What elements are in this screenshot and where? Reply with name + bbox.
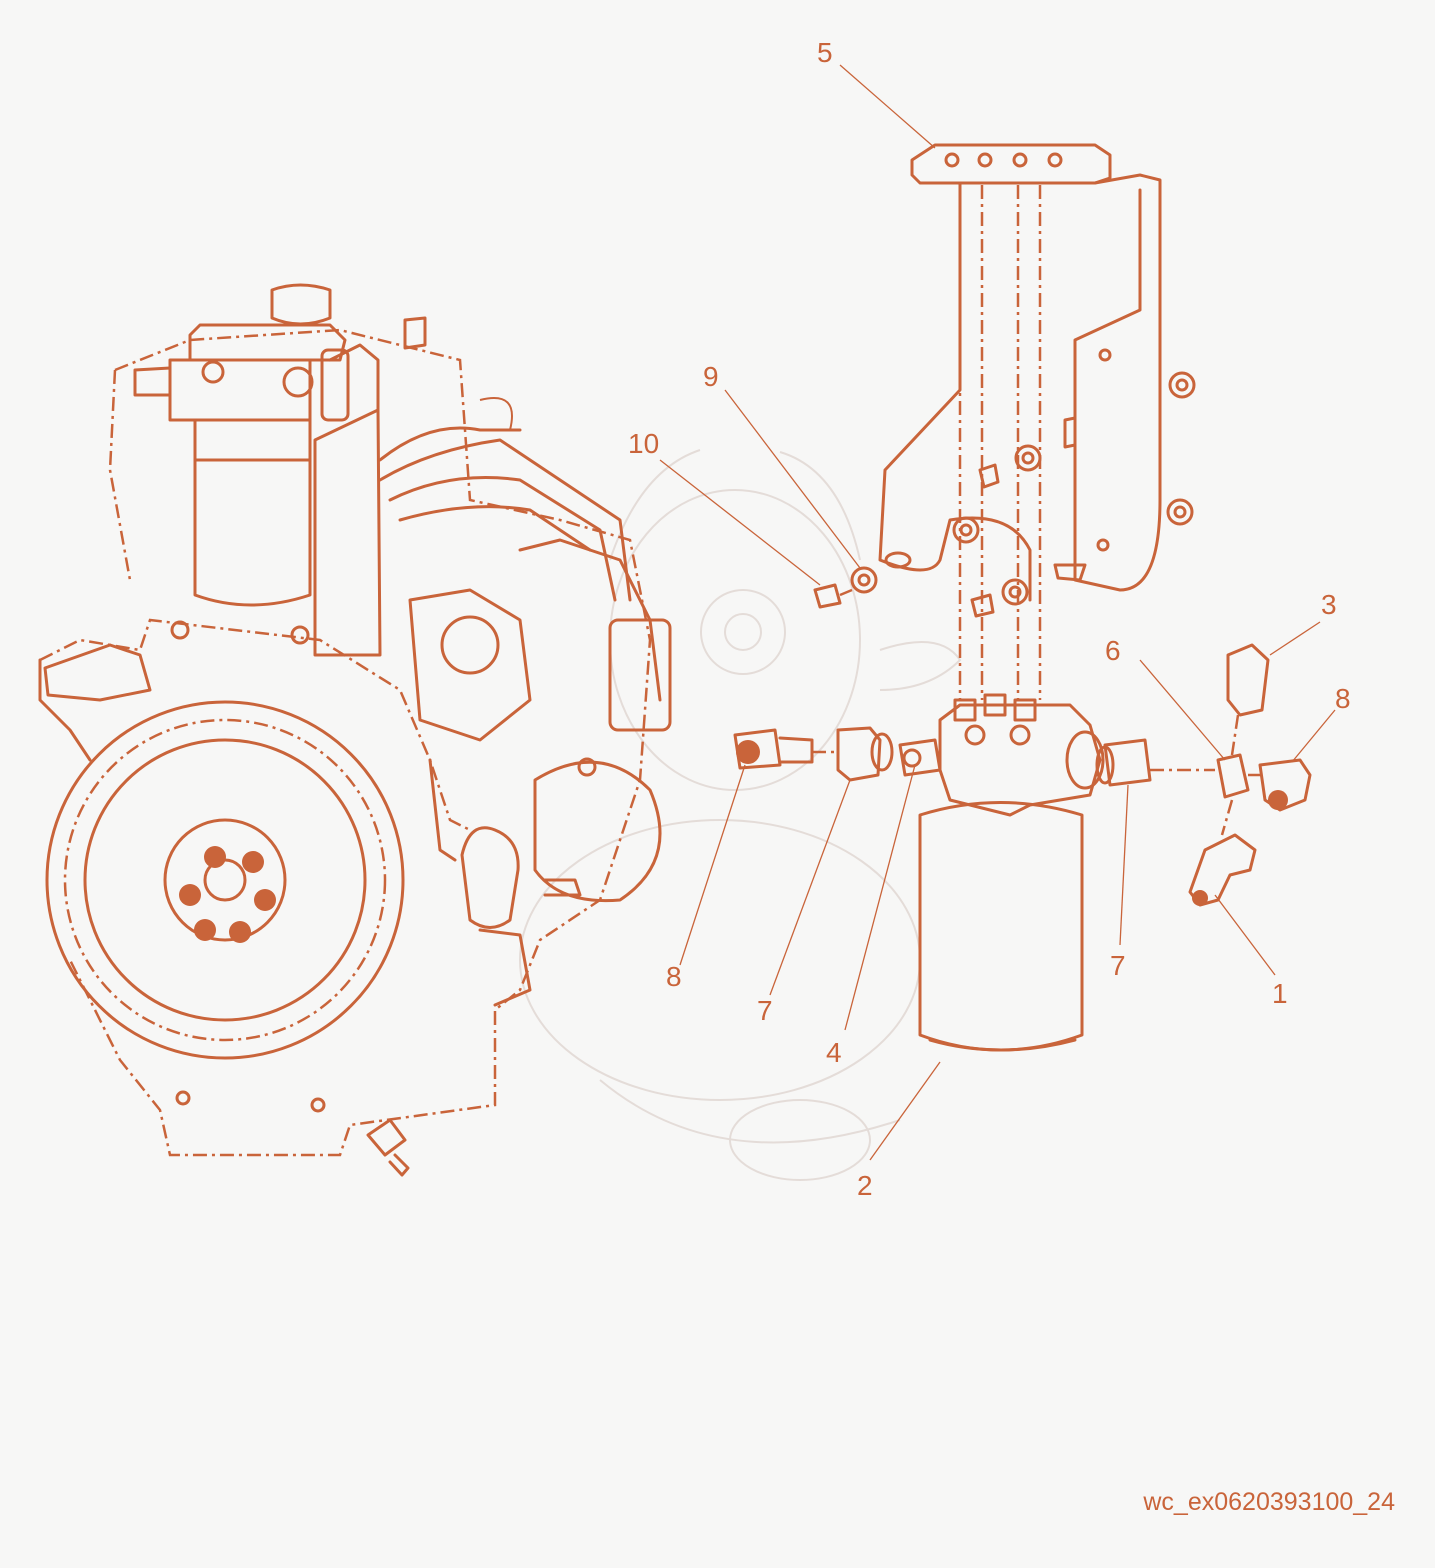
mounting-bracket-part-5 bbox=[878, 143, 1196, 700]
engine-assembly bbox=[38, 283, 672, 1177]
callout-2: 2 bbox=[857, 1170, 873, 1201]
watermark-mascot-illustration bbox=[519, 449, 962, 1181]
figure-reference-code: wc_ex0620393100_24 bbox=[1143, 1488, 1395, 1516]
callout-10: 10 bbox=[628, 428, 659, 459]
fuel-filter-part-2 bbox=[733, 643, 1312, 1052]
fasteners-parts-9-10 bbox=[813, 566, 878, 609]
callout-8-left: 8 bbox=[666, 961, 682, 992]
callout-labels: 5 9 10 3 6 8 8 7 7 1 4 2 bbox=[628, 37, 1351, 1201]
callout-6: 6 bbox=[1105, 635, 1121, 666]
callout-8-right: 8 bbox=[1335, 683, 1351, 714]
callout-5: 5 bbox=[817, 37, 833, 68]
callout-1: 1 bbox=[1272, 978, 1288, 1009]
callout-leader-lines bbox=[659, 64, 1336, 1161]
callout-3: 3 bbox=[1321, 589, 1337, 620]
callout-9: 9 bbox=[703, 361, 719, 392]
callout-7-left: 7 bbox=[757, 995, 773, 1026]
callout-7-right: 7 bbox=[1110, 950, 1126, 981]
callout-4: 4 bbox=[826, 1037, 842, 1068]
